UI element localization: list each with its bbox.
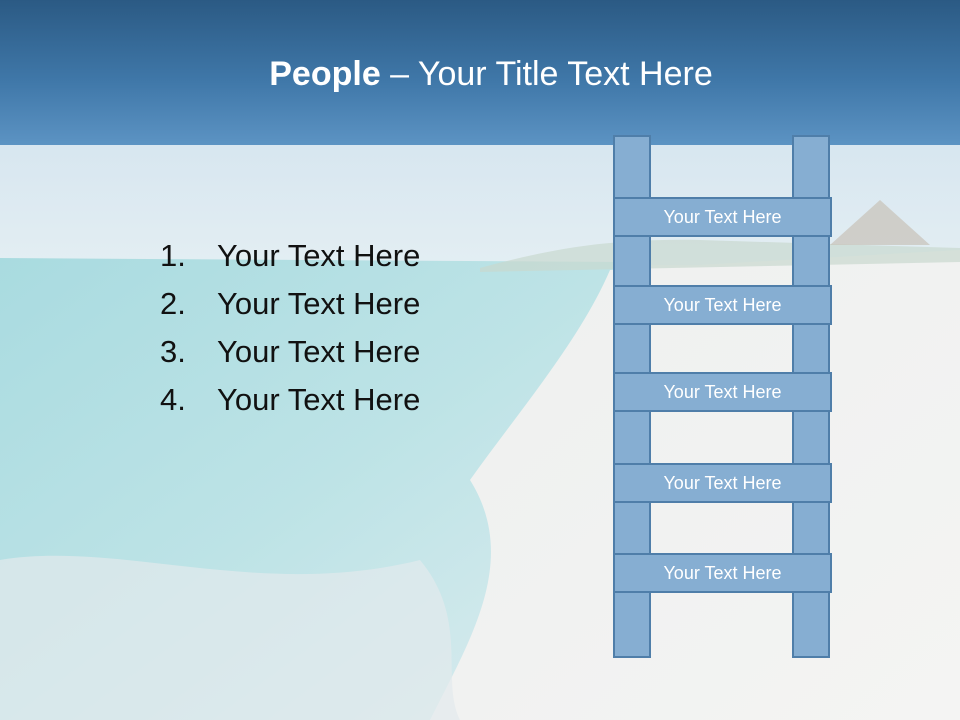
ladder-rung: Your Text Here bbox=[613, 553, 832, 593]
title-rest-text: – Your Title Text Here bbox=[380, 55, 713, 93]
title-bar bbox=[0, 0, 960, 145]
list-item-number: 1. bbox=[160, 238, 186, 273]
slide-title: People – Your Title Text Here bbox=[0, 52, 960, 96]
list-item-text: Your Text Here bbox=[217, 238, 421, 273]
list-item-number: 3. bbox=[160, 334, 186, 369]
list-item-number: 4. bbox=[160, 382, 186, 417]
ladder-rung: Your Text Here bbox=[613, 463, 832, 503]
ladder-rung: Your Text Here bbox=[613, 372, 832, 412]
list-item-text: Your Text Here bbox=[217, 382, 421, 417]
list-item: 3. Your Text Here bbox=[160, 328, 420, 376]
title-bold-text: People bbox=[269, 55, 381, 93]
ladder-rung: Your Text Here bbox=[613, 197, 832, 237]
list-item-text: Your Text Here bbox=[217, 286, 421, 321]
list-item: 4. Your Text Here bbox=[160, 376, 420, 424]
list-item-text: Your Text Here bbox=[217, 334, 421, 369]
list-item: 2. Your Text Here bbox=[160, 280, 420, 328]
list-item-number: 2. bbox=[160, 286, 186, 321]
ladder-rung: Your Text Here bbox=[613, 285, 832, 325]
numbered-list: 1. Your Text Here 2. Your Text Here 3. Y… bbox=[160, 232, 420, 424]
list-item: 1. Your Text Here bbox=[160, 232, 420, 280]
